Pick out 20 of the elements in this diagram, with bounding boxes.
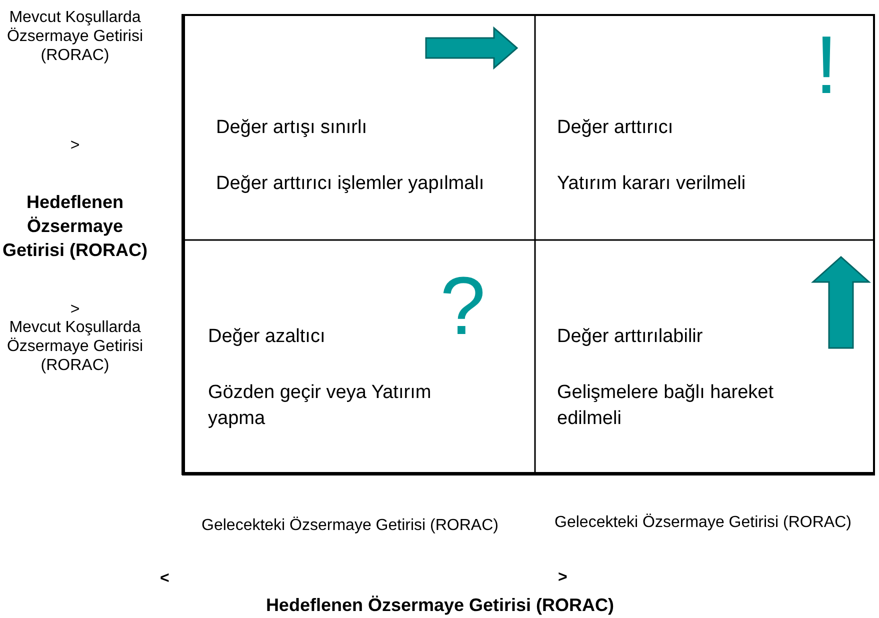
axis-label: Mevcut Koşullarda Özsermaye Getirisi (RORAC) xyxy=(6,8,144,65)
axis-label-bold: Hedeflenen Özsermaye Getirisi (RORAC) xyxy=(264,594,616,617)
quadrant-text: Gelişmelere bağlı hareket edilmeli xyxy=(557,381,774,431)
quadrant-heading: Değer arttırılabilir xyxy=(557,325,703,349)
quadrant-text: Yatırım kararı verilmeli xyxy=(557,172,747,196)
quadrant-heading: Değer arttırıcı xyxy=(557,116,674,140)
comparison-sign: > xyxy=(69,300,81,319)
axis-label: Gelecekteki Özsermaye Getirisi (RORAC) xyxy=(200,516,500,535)
comparison-sign: > xyxy=(558,568,568,587)
quadrant-heading: Değer artışı sınırlı xyxy=(216,116,367,140)
symbol-mark: ? xyxy=(440,266,486,348)
quadrant-text: Değer arttırıcı işlemler yapılmalı xyxy=(216,172,486,196)
axis-label: Gelecekteki Özsermaye Getirisi (RORAC) xyxy=(554,513,852,532)
quadrant-heading: Değer azaltıcı xyxy=(208,325,326,349)
axis-label: Mevcut Koşullarda Özsermaye Getirisi (RORAC) xyxy=(6,318,144,375)
comparison-sign: < xyxy=(160,569,170,588)
axis-label-bold: Hedeflenen Özsermaye Getirisi (RORAC) xyxy=(1,191,148,262)
comparison-sign: > xyxy=(69,136,81,155)
quadrant-text: Gözden geçir veya Yatırım yapma xyxy=(208,381,432,431)
symbol-mark: ! xyxy=(815,25,838,107)
